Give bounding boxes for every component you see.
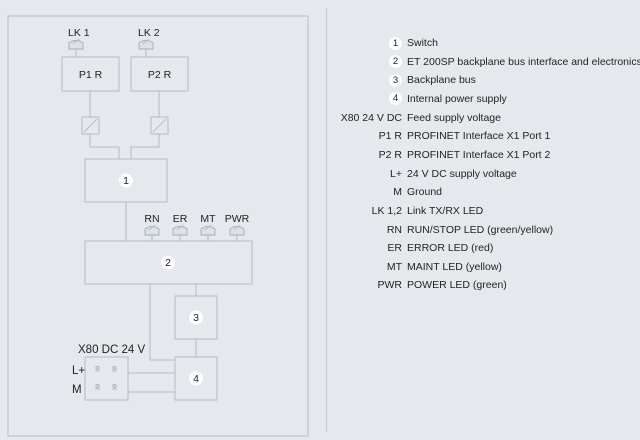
legend-row: 2 ET 200SP backplane bus interface and el… bbox=[338, 53, 640, 71]
x80-connector-box bbox=[84, 356, 129, 401]
legend-key: M bbox=[393, 186, 402, 199]
mt-led-icon bbox=[200, 224, 216, 241]
legend-key: X80 24 V DC bbox=[340, 111, 402, 124]
legend-description: Backplane bus bbox=[407, 74, 476, 87]
legend-key: MT bbox=[386, 260, 402, 273]
lk2-led-icon bbox=[138, 38, 154, 50]
terminal-m-icon bbox=[95, 383, 117, 390]
x80-label: X80 DC 24 V bbox=[78, 344, 145, 356]
legend-row: P2 R PROFINET Interface X1 Port 2 bbox=[338, 146, 638, 164]
port-p1r-box bbox=[61, 56, 120, 92]
legend-description: Feed supply voltage bbox=[407, 111, 501, 124]
legend-row: X80 24 V DC Feed supply voltage bbox=[338, 109, 638, 127]
legend-row: P1 R PROFINET Interface X1 Port 1 bbox=[338, 127, 638, 145]
legend-row: 3 Backplane bus bbox=[338, 71, 638, 89]
legend-description: PROFINET Interface X1 Port 2 bbox=[407, 148, 551, 161]
legend-row: RN RUN/STOP LED (green/yellow) bbox=[338, 221, 638, 239]
p2r-label: P2 R bbox=[148, 69, 172, 81]
lk1-label: LK 1 bbox=[68, 27, 90, 39]
legend-description: ERROR LED (red) bbox=[407, 242, 494, 255]
m-label: M bbox=[72, 384, 82, 396]
legend-row: LK 1,2 Link TX/RX LED bbox=[338, 202, 638, 220]
lk1-led-icon bbox=[68, 38, 84, 50]
power-supply-number: 4 bbox=[193, 373, 199, 385]
pwr-label: PWR bbox=[225, 213, 250, 225]
switch-number: 1 bbox=[123, 175, 129, 187]
legend-key: P2 R bbox=[378, 148, 402, 161]
legend-key: P1 R bbox=[378, 130, 402, 143]
legend-number-badge: 2 bbox=[389, 55, 402, 69]
legend-key: LK 1,2 bbox=[371, 204, 402, 217]
port-p2r-box bbox=[130, 56, 189, 92]
legend-row: M Ground bbox=[338, 183, 638, 201]
backplane-interface-number-badge bbox=[161, 255, 175, 270]
legend-key: ER bbox=[387, 242, 402, 255]
legend-row: MT MAINT LED (yellow) bbox=[338, 258, 638, 276]
mt-label: MT bbox=[200, 213, 216, 225]
legend-description: POWER LED (green) bbox=[407, 279, 507, 292]
legend-description: 24 V DC supply voltage bbox=[407, 167, 517, 180]
terminal-l-plus-icon bbox=[95, 365, 117, 372]
backplane-bus-number: 3 bbox=[193, 312, 199, 324]
legend-description: Link TX/RX LED bbox=[407, 204, 484, 217]
legend-description: MAINT LED (yellow) bbox=[407, 260, 502, 273]
legend-row: 4 Internal power supply bbox=[338, 90, 638, 108]
legend-description: Switch bbox=[407, 37, 438, 49]
er-led-icon bbox=[172, 224, 188, 241]
legend-description: RUN/STOP LED (green/yellow) bbox=[407, 223, 554, 236]
rn-led-icon bbox=[144, 224, 160, 241]
legend-number-badge: 4 bbox=[389, 92, 402, 106]
p1r-label: P1 R bbox=[79, 69, 103, 81]
block-diagram: LK 1 LK 2 P1 R P2 R 1 RN ER MT bbox=[7, 15, 309, 437]
legend-row: L+ 24 V DC supply voltage bbox=[338, 165, 638, 183]
legend-row: ER ERROR LED (red) bbox=[338, 239, 638, 257]
l-plus-label: L+ bbox=[72, 365, 85, 377]
lk2-label: LK 2 bbox=[138, 27, 160, 39]
switch-number-badge bbox=[119, 173, 133, 188]
pwr-led-icon bbox=[229, 224, 245, 241]
legend-row: PWR POWER LED (green) bbox=[338, 276, 638, 294]
legend-key: RN bbox=[386, 223, 402, 236]
rn-label: RN bbox=[144, 213, 159, 225]
power-supply-number-badge bbox=[189, 371, 203, 386]
backplane-interface-number: 2 bbox=[165, 257, 171, 269]
legend-key: L+ bbox=[390, 167, 402, 180]
transformer-p1-icon bbox=[81, 116, 100, 135]
legend-description: PROFINET Interface X1 Port 1 bbox=[407, 130, 551, 143]
legend-number-badge: 3 bbox=[389, 73, 402, 87]
er-label: ER bbox=[173, 213, 188, 225]
legend-description: Internal power supply bbox=[407, 92, 507, 105]
backplane-bus-number-badge bbox=[189, 310, 203, 325]
legend-number-badge: 1 bbox=[389, 36, 402, 50]
divider bbox=[326, 8, 327, 432]
legend-description: ET 200SP backplane bus interface and ele… bbox=[407, 55, 640, 68]
transformer-p2-icon bbox=[150, 116, 169, 135]
legend-description: Ground bbox=[407, 186, 443, 199]
legend-key: PWR bbox=[377, 279, 403, 292]
legend-row: 1 Switch bbox=[338, 34, 638, 52]
